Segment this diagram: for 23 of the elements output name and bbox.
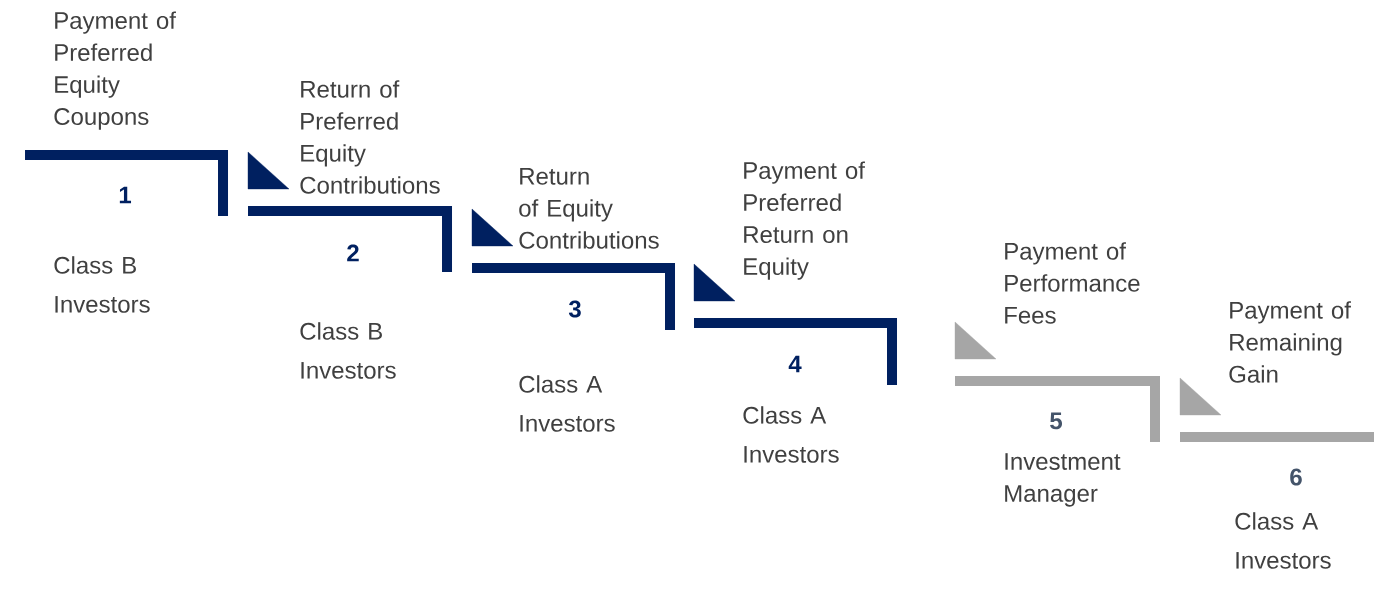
step-heading: Payment of Preferred Equity Coupons <box>54 11 176 130</box>
step-number: 3 <box>568 300 581 318</box>
triangle-arrow <box>471 208 514 247</box>
triangle-arrow <box>247 151 290 190</box>
triangle-arrow <box>693 263 736 302</box>
recipient-label: Class A Investors <box>743 406 839 463</box>
recipient-label: Class B Investors <box>54 256 150 313</box>
step-number: 2 <box>347 244 359 262</box>
step-number: 1 <box>119 186 132 204</box>
recipient-label: Class A Investors <box>519 375 615 432</box>
recipient-label: Investment Manager <box>1005 453 1121 507</box>
triangle-arrow <box>954 321 997 360</box>
step-heading: Payment of Remaining Gain <box>1229 301 1351 383</box>
step-number: 6 <box>1290 468 1302 486</box>
step-heading: Payment of Preferred Return on Equity <box>744 161 865 280</box>
step-heading: Return of Preferred Equity Contributions <box>300 80 440 194</box>
triangle-arrow <box>1179 377 1222 416</box>
recipient-label: Class A Investors <box>1235 512 1331 569</box>
step-heading: Payment of Performance Fees <box>1005 242 1140 324</box>
step-number: 5 <box>1050 412 1062 430</box>
recipient-label: Class B Investors <box>300 322 396 379</box>
step-number: 4 <box>788 355 802 373</box>
step-heading: Return of Equity Contributions <box>519 168 659 249</box>
